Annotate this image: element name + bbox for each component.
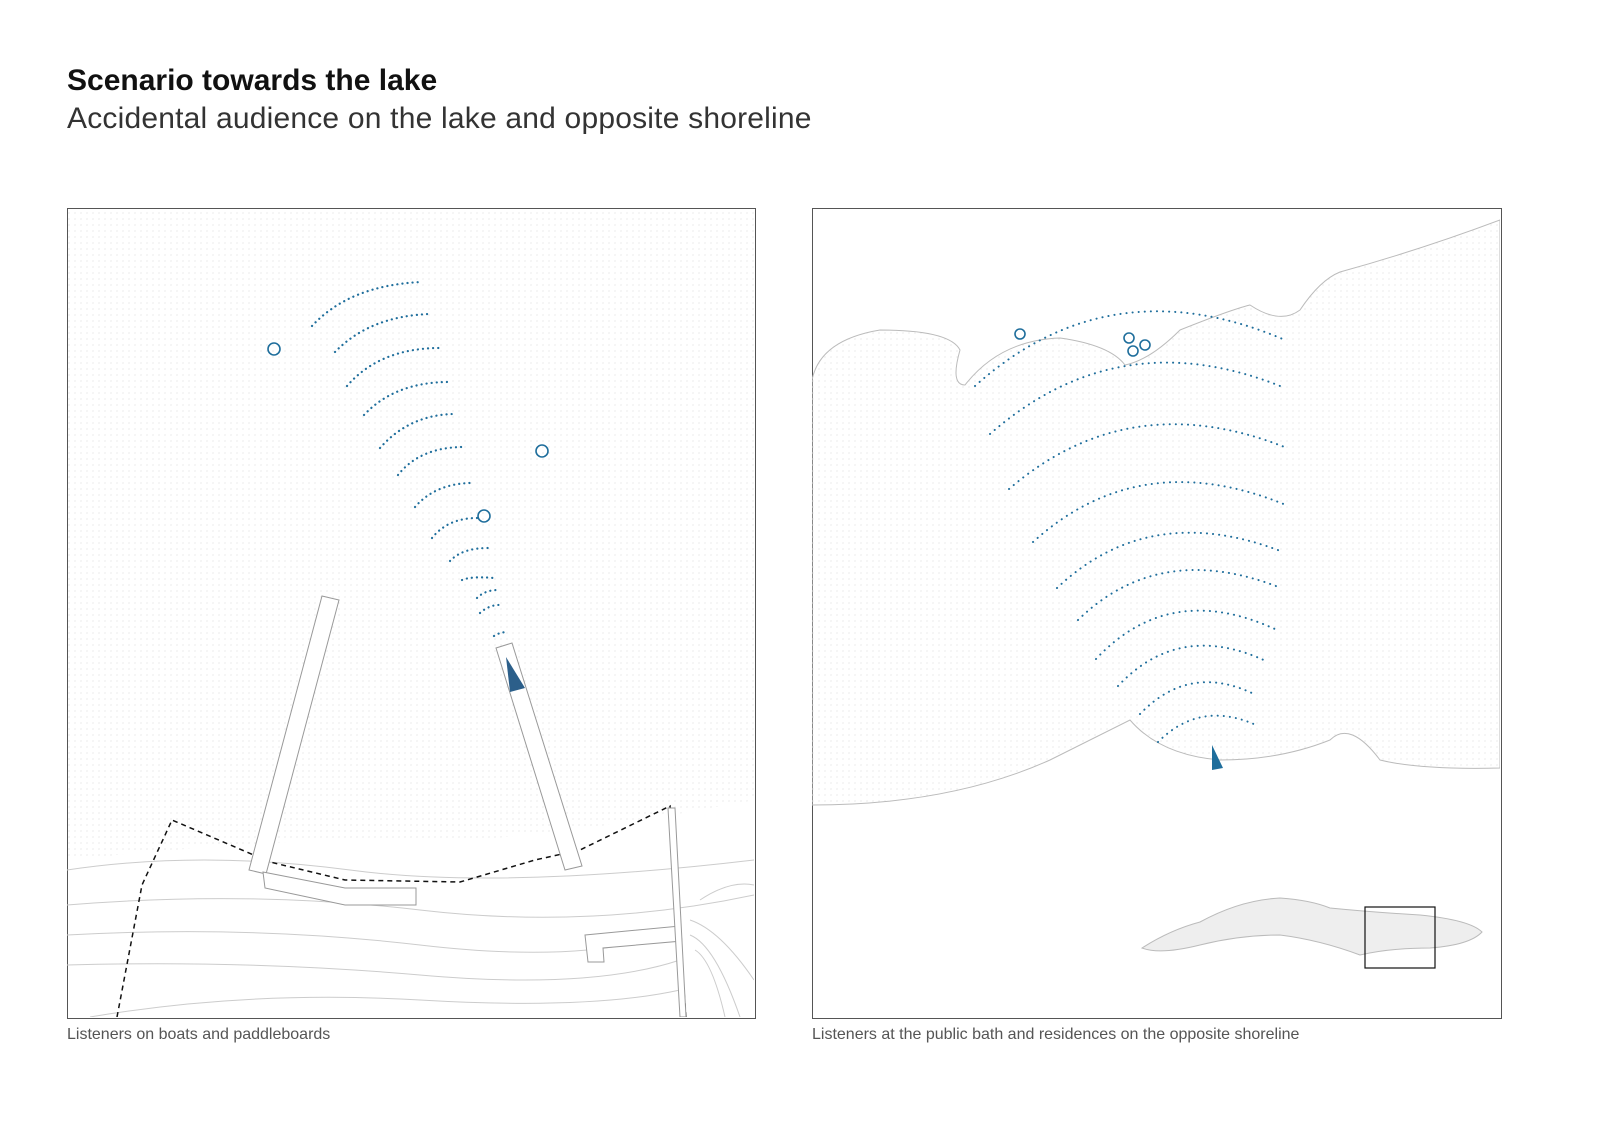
listener-marker	[1123, 332, 1135, 344]
listener-marker	[1139, 339, 1151, 351]
caption-right: Listeners at the public bath and residen…	[812, 1026, 1300, 1043]
site-boundary	[116, 804, 687, 1017]
sound-source-icon	[1212, 745, 1223, 770]
sound-waves-left	[310, 280, 510, 638]
right-map	[812, 219, 1500, 969]
sound-waves-right	[974, 310, 1288, 743]
page-subtitle: Accidental audience on the lake and oppo…	[67, 102, 812, 135]
sound-source-icon	[506, 657, 525, 692]
locator-frame	[1364, 906, 1436, 969]
listener-marker	[1014, 328, 1026, 340]
listener-marker	[477, 509, 491, 523]
listener-marker	[535, 444, 549, 458]
piers	[248, 595, 687, 1017]
lake-water	[67, 208, 754, 860]
page-title: Scenario towards the lake	[67, 64, 438, 97]
listener-marker	[1127, 345, 1139, 357]
listener-marker	[267, 342, 281, 356]
left-map	[67, 208, 754, 1017]
lake-water	[812, 219, 1500, 806]
locator-inset-map	[1140, 897, 1483, 969]
caption-left: Listeners on boats and paddleboards	[67, 1026, 331, 1043]
